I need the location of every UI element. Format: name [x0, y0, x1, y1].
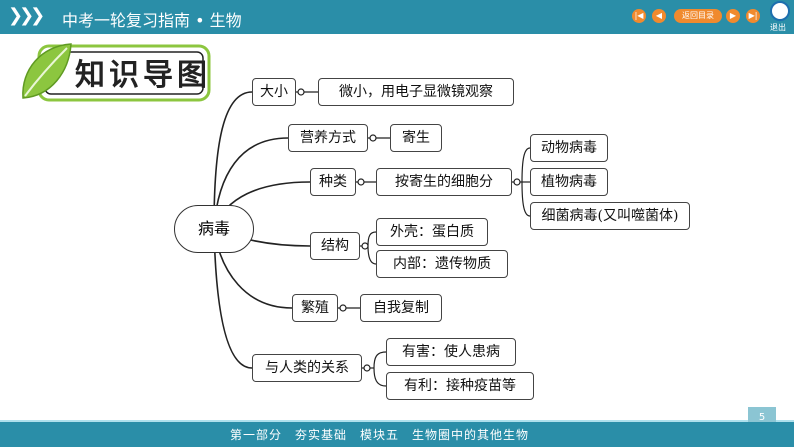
- leaf-icon: [22, 43, 72, 99]
- triple-chevron-icon: ❯❯❯: [8, 5, 45, 26]
- next-page-icon[interactable]: ▶: [726, 9, 740, 23]
- footer-text: 第一部分 夯实基础 模块五 生物圈中的其他生物: [230, 428, 530, 442]
- node-type-bacteria: 细菌病毒(又叫噬菌体): [530, 202, 690, 230]
- exit-label[interactable]: 退出: [770, 23, 786, 32]
- footer-bar: 第一部分 夯实基础 模块五 生物圈中的其他生物: [0, 422, 794, 447]
- node-nutrition: 营养方式: [288, 124, 368, 152]
- mindmap-root: 病毒: [174, 205, 254, 253]
- node-reproduction: 繁殖: [292, 294, 338, 322]
- footer-divider: [0, 420, 794, 422]
- node-relation-harmful: 有害：使人患病: [386, 338, 516, 366]
- node-structure: 结构: [310, 232, 360, 260]
- node-size: 大小: [252, 78, 296, 106]
- exit-icon[interactable]: [770, 1, 790, 21]
- node-types-basis: 按寄生的细胞分: [376, 168, 512, 196]
- node-reproduction-detail: 自我复制: [360, 294, 442, 322]
- node-structure-shell: 外壳：蛋白质: [376, 218, 488, 246]
- node-size-detail: 微小，用电子显微镜观察: [318, 78, 514, 106]
- node-type-animal: 动物病毒: [530, 134, 608, 162]
- return-to-contents-button[interactable]: 返回目录: [674, 9, 722, 23]
- node-relation-beneficial: 有利：接种疫苗等: [386, 372, 534, 400]
- page-title: 中考一轮复习指南 • 生物: [62, 11, 242, 30]
- node-types: 种类: [310, 168, 356, 196]
- last-page-icon[interactable]: ▶|: [746, 9, 760, 23]
- node-type-plant: 植物病毒: [530, 168, 608, 196]
- first-page-icon[interactable]: |◀: [632, 9, 646, 23]
- badge-title: 知识导图: [75, 58, 211, 93]
- node-nutrition-detail: 寄生: [390, 124, 442, 152]
- node-relation: 与人类的关系: [252, 354, 362, 382]
- node-structure-inner: 内部：遗传物质: [376, 250, 508, 278]
- prev-page-icon[interactable]: ◀: [652, 9, 666, 23]
- knowledge-map-badge: 知识导图: [15, 40, 212, 104]
